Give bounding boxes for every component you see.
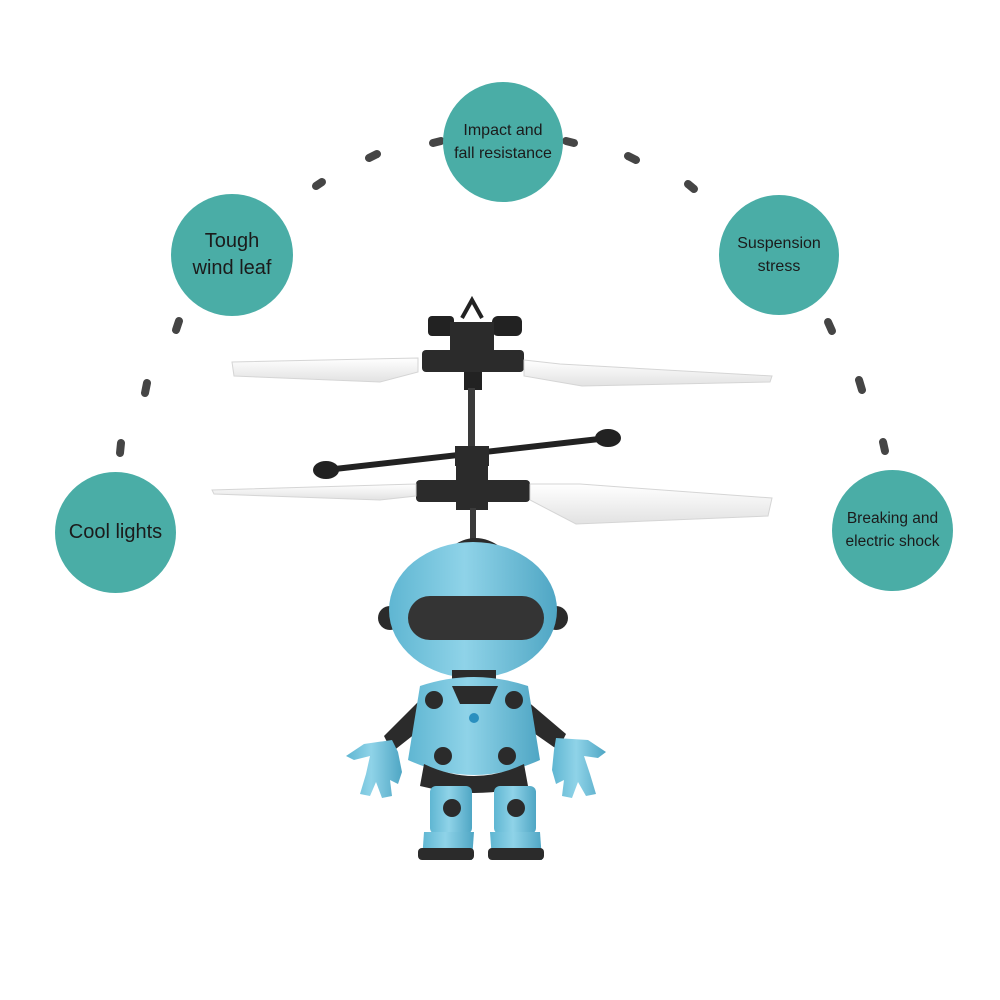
- top-rotor: [231, 295, 773, 390]
- feature-suspension-stress: Suspension stress: [719, 195, 839, 315]
- arc-dash: [116, 439, 125, 457]
- arc-dash: [172, 317, 183, 334]
- feature-impact-fall-resistance: Impact and fall resistance: [443, 82, 563, 202]
- arc-dash: [879, 438, 889, 455]
- arc-dash: [824, 318, 836, 335]
- feature-breaking-electric-shock: Breaking and electric shock: [832, 470, 953, 591]
- arc-dash: [365, 150, 381, 162]
- feature-label: Suspension stress: [737, 234, 821, 275]
- arc-dash: [855, 376, 866, 394]
- arc-dash: [684, 180, 698, 193]
- bottom-rotor: [211, 464, 773, 525]
- arc-dash: [562, 137, 578, 147]
- arc-dash: [312, 178, 326, 190]
- feature-label: Tough wind leaf: [192, 230, 272, 279]
- feature-tough-wind-leaf: Tough wind leaf: [171, 194, 293, 316]
- feature-label: Impact and fall resistance: [454, 121, 552, 162]
- arc-dash: [624, 152, 640, 164]
- arc-dash: [429, 137, 445, 147]
- robot-body: [346, 538, 606, 860]
- feature-label: Breaking and electric shock: [845, 510, 940, 550]
- stabilizer-bar: [313, 429, 621, 479]
- feature-cool-lights: Cool lights: [55, 472, 176, 593]
- arc-dash: [141, 379, 151, 397]
- feature-label: Cool lights: [68, 521, 163, 543]
